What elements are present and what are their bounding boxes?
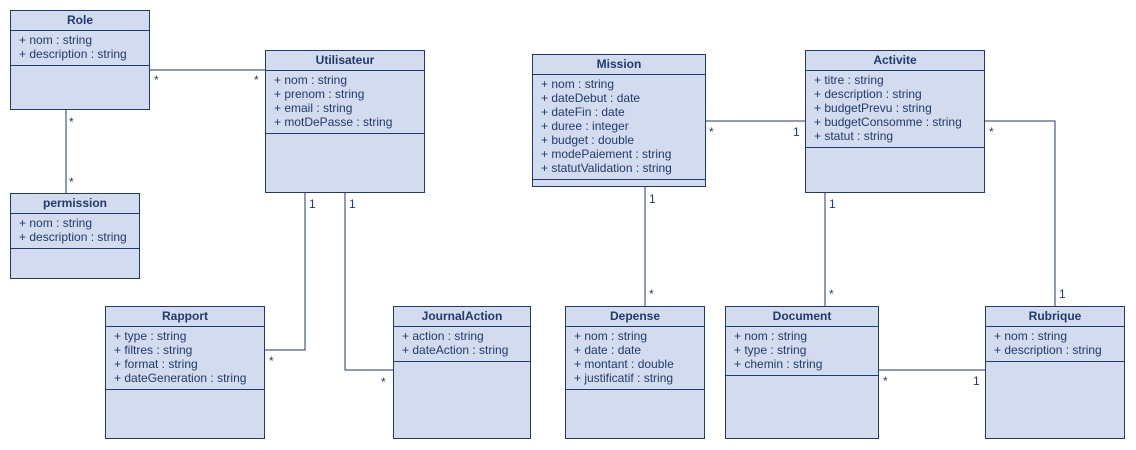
attribute: + dateGeneration : string [114,371,247,385]
class-permission[interactable]: permission + nom : string + description … [10,193,140,279]
class-rapport-attributes: + type : string + filtres : string + for… [106,327,264,390]
class-role-attributes: + nom : string + description : string [11,31,149,66]
class-journalaction-operations [394,362,530,438]
class-role-name: Role [11,11,149,31]
class-depense-name: Depense [566,307,704,327]
attribute: + budgetPrevu : string [814,101,932,115]
class-mission[interactable]: Mission + nom : string + dateDebut : dat… [532,54,706,187]
attribute: + description : string [19,230,127,244]
class-mission-name: Mission [533,55,705,75]
class-mission-attributes: + nom : string + dateDebut : date + date… [533,75,705,180]
attribute: + nom : string [994,329,1068,343]
class-role-operations [11,66,149,109]
class-utilisateur[interactable]: Utilisateur + nom : string + prenom : st… [265,50,425,193]
multiplicity-label: * [69,175,74,189]
class-utilisateur-name: Utilisateur [266,51,424,71]
attribute: + budgetConsomme : string [814,115,962,129]
class-role[interactable]: Role + nom : string + description : stri… [10,10,150,110]
attribute: + nom : string [19,33,93,47]
association-utilisateur-journalaction [344,192,394,371]
attribute: + dateDebut : date [541,91,641,105]
class-depense-operations [566,390,704,438]
attribute: + filtres : string [114,343,193,357]
attribute: + format : string [114,357,198,371]
multiplicity-label: * [883,374,888,388]
association-utilisateur-rapport [265,192,306,351]
attribute: + modePaiement : string [541,147,672,161]
class-rubrique[interactable]: Rubrique + nom : string + description : … [985,306,1125,439]
class-document-operations [726,376,878,438]
multiplicity-label: * [989,125,994,139]
attribute: + prenom : string [274,87,365,101]
class-rubrique-operations [986,362,1124,438]
attribute: + duree : integer [541,119,629,133]
multiplicity-label: 1 [349,197,356,211]
multiplicity-label: 1 [1059,287,1066,301]
attribute: + statut : string [814,129,894,143]
multiplicity-label: 1 [973,374,980,388]
attribute: + justificatif : string [574,371,674,385]
class-document[interactable]: Document + nom : string + type : string … [725,306,879,439]
attribute: + nom : string [734,329,808,343]
attribute: + nom : string [19,216,93,230]
attribute: + chemin : string [734,357,823,371]
attribute: + action : string [402,329,484,343]
attribute: + type : string [734,343,807,357]
attribute: + motDePasse : string [274,115,393,129]
attribute: + dateFin : date [541,105,625,119]
class-rubrique-attributes: + nom : string + description : string [986,327,1124,362]
class-depense[interactable]: Depense + nom : string + date : date + m… [565,306,705,439]
multiplicity-label: * [709,125,714,139]
class-activite-attributes: + titre : string + description : string … [806,71,984,148]
class-document-name: Document [726,307,878,327]
attribute: + date : date [574,343,642,357]
attribute: + titre : string [814,73,884,87]
multiplicity-label: * [649,287,654,301]
attribute: + nom : string [574,329,648,343]
multiplicity-label: 1 [309,197,316,211]
multiplicity-label: * [254,73,259,87]
class-permission-operations [11,249,139,278]
multiplicity-label: * [154,73,159,87]
attribute: + description : string [994,343,1102,357]
class-rapport[interactable]: Rapport + type : string + filtres : stri… [105,306,265,439]
attribute: + description : string [814,87,922,101]
class-mission-operations [533,180,705,186]
attribute: + nom : string [274,73,348,87]
multiplicity-label: 1 [793,125,800,139]
class-rapport-name: Rapport [106,307,264,327]
class-journalaction[interactable]: JournalAction + action : string + dateAc… [393,306,531,439]
attribute: + email : string [274,101,353,115]
attribute: + statutValidation : string [541,161,672,175]
class-depense-attributes: + nom : string + date : date + montant :… [566,327,704,390]
class-utilisateur-attributes: + nom : string + prenom : string + email… [266,71,424,134]
class-utilisateur-operations [266,134,424,192]
attribute: + dateAction : string [402,343,509,357]
class-activite-operations [806,148,984,192]
attribute: + montant : double [574,357,674,371]
multiplicity-label: 1 [649,192,656,206]
class-permission-attributes: + nom : string + description : string [11,214,139,249]
class-activite-name: Activite [806,51,984,71]
class-rapport-operations [106,390,264,438]
class-journalaction-name: JournalAction [394,307,530,327]
attribute: + budget : double [541,133,635,147]
attribute: + type : string [114,329,187,343]
attribute: + description : string [19,47,127,61]
class-activite[interactable]: Activite + titre : string + description … [805,50,985,193]
multiplicity-label: * [269,354,274,368]
multiplicity-label: * [69,115,74,129]
multiplicity-label: * [829,287,834,301]
association-activite-rubrique [985,120,1056,307]
multiplicity-label: * [381,375,386,389]
class-journalaction-attributes: + action : string + dateAction : string [394,327,530,362]
multiplicity-label: 1 [829,197,836,211]
class-rubrique-name: Rubrique [986,307,1124,327]
attribute: + nom : string [541,77,615,91]
class-permission-name: permission [11,194,139,214]
class-document-attributes: + nom : string + type : string + chemin … [726,327,878,376]
